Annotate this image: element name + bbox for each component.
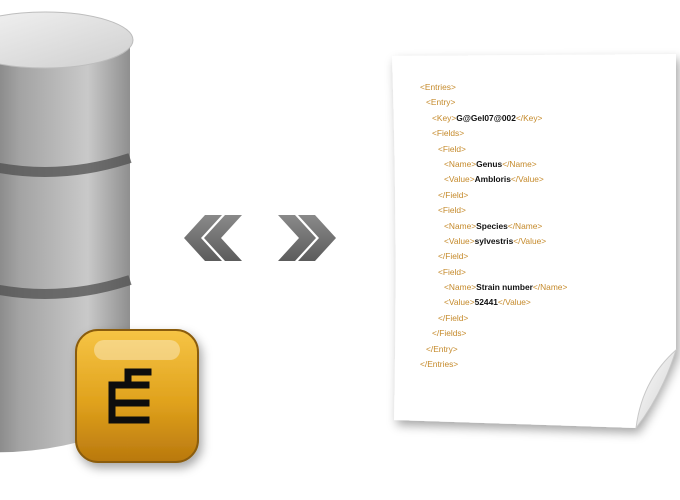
xml-line: <Field> — [420, 203, 660, 218]
xml-open-tag: <Key> — [432, 112, 457, 123]
xml-open-tag: <Field> — [438, 143, 466, 154]
xml-close-tag: </Value> — [497, 297, 531, 308]
hierarchy-icon — [75, 329, 199, 463]
double-chevron-icons — [184, 215, 336, 261]
xml-close-tag: </Name> — [507, 220, 543, 231]
xml-line: <Name>Strain number</Name> — [420, 280, 660, 295]
xml-document-icon — [392, 54, 678, 430]
xml-open-tag: </Field> — [438, 312, 469, 323]
xml-value: G@Gel07@002 — [456, 112, 516, 123]
xml-line: <Value>Ambloris</Value> — [420, 172, 660, 187]
xml-open-tag: </Field> — [438, 251, 469, 262]
xml-line: <Fields> — [420, 126, 660, 141]
xml-line: </Field> — [420, 311, 660, 326]
chevrons-right-icon — [278, 215, 336, 261]
xml-line: <Key>G@Gel07@002</Key> — [420, 111, 660, 126]
xml-value: Ambloris — [474, 174, 511, 185]
xml-open-tag: <Value> — [444, 174, 475, 185]
xml-line: </Entries> — [420, 357, 660, 372]
xml-line: <Value>52441</Value> — [420, 295, 660, 310]
xml-value: sylvestris — [474, 235, 514, 246]
xml-line: <Entry> — [420, 95, 660, 110]
xml-open-tag: <Entry> — [426, 97, 456, 108]
xml-open-tag: <Entries> — [420, 82, 456, 92]
xml-open-tag: </Entry> — [426, 343, 458, 354]
chevrons-left-icon — [184, 215, 242, 261]
xml-line: <Name>Genus</Name> — [420, 157, 660, 172]
xml-open-tag: </Field> — [438, 189, 469, 200]
xml-line: </Entry> — [420, 342, 660, 357]
xml-open-tag: <Name> — [444, 220, 477, 231]
xml-open-tag: <Field> — [438, 266, 466, 277]
xml-value: 52441 — [474, 297, 498, 308]
xml-open-tag: <Value> — [444, 235, 475, 246]
xml-open-tag: <Name> — [444, 282, 477, 293]
xml-line: <Entries> — [420, 80, 660, 95]
xml-value: Species — [476, 220, 508, 231]
xml-close-tag: </Value> — [513, 235, 547, 246]
xml-open-tag: <Name> — [444, 158, 477, 169]
xml-close-tag: </Name> — [502, 158, 537, 169]
xml-line: </Field> — [420, 249, 660, 264]
xml-close-tag: </Value> — [510, 174, 544, 185]
xml-line: <Name>Species</Name> — [420, 219, 660, 234]
xml-value: Strain number — [476, 282, 533, 293]
xml-code-block: <Entries> <Entry> <Key>G@Gel07@002</Key> <F… — [420, 80, 660, 372]
xml-open-tag: <Value> — [444, 297, 475, 308]
xml-close-tag: </Name> — [532, 282, 568, 293]
xml-line: <Field> — [420, 142, 660, 157]
xml-close-tag: </Key> — [515, 112, 543, 123]
xml-value: Genus — [476, 158, 503, 169]
xml-line: </Fields> — [420, 326, 660, 341]
xml-open-tag: </Entries> — [420, 359, 459, 370]
xml-line: </Field> — [420, 188, 660, 203]
xml-open-tag: <Fields> — [432, 128, 465, 139]
xml-open-tag: <Field> — [438, 205, 466, 216]
xml-open-tag: </Fields> — [432, 328, 467, 339]
xml-line: <Field> — [420, 265, 660, 280]
xml-line: <Value>sylvestris</Value> — [420, 234, 660, 249]
